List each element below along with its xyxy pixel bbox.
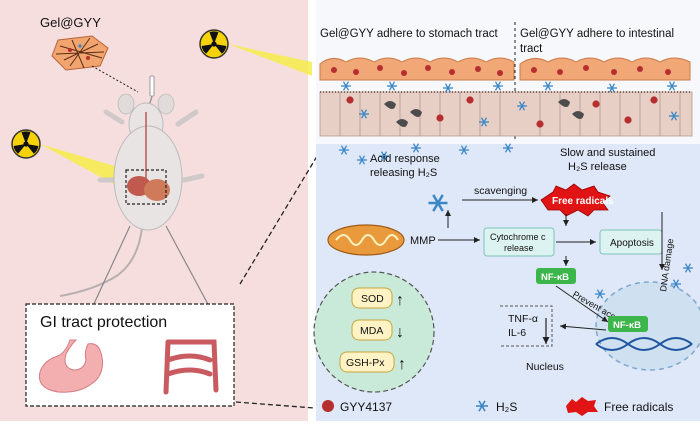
sod-label: SOD — [361, 293, 384, 305]
tnf-label: TNF-α — [508, 313, 538, 325]
radiation-icon-top — [199, 29, 229, 59]
gsh-box — [339, 351, 395, 373]
zoom-connector-bottom — [235, 401, 315, 409]
sod-box — [351, 287, 393, 309]
nfkb-cytoplasm-label: NF-κB — [541, 272, 569, 283]
mda-arrow: ↓ — [396, 324, 404, 341]
il6-label: IL-6 — [508, 327, 526, 339]
nfkb-nucleus-label: NF-κB — [613, 320, 641, 331]
cytochrome-box — [483, 227, 555, 257]
legend-free-radicals-icon — [566, 397, 598, 416]
free-radicals-label: Free radicals — [552, 196, 614, 207]
intestine-adhere-label-1: Gel@GYY adhere to intestinal — [520, 28, 674, 40]
slow-release-label-1: Slow and sustained — [560, 147, 655, 159]
stomach-adhere-label: Gel@GYY adhere to stomach tract — [320, 28, 498, 40]
free-radicals-burst — [540, 183, 611, 217]
epithelium-cells — [319, 91, 693, 137]
cytochrome-label-1: Cytochrome c — [490, 232, 546, 242]
nfkb-to-cytokines-arrow — [559, 323, 607, 331]
zoom-line-left — [91, 65, 139, 93]
intestine-adhere-label-2: tract — [520, 43, 543, 55]
legend-h2s-label: H₂S — [496, 400, 517, 414]
nfkb-nucleus-box — [608, 316, 648, 332]
cytokine-bracket — [500, 305, 553, 347]
mmp-label: MMP — [410, 235, 436, 247]
mda-box — [351, 319, 393, 341]
acid-response-label-2: releasing H₂S — [370, 167, 437, 179]
gyy-particles — [331, 65, 671, 128]
gi-protection-title: GI tract protection — [40, 314, 167, 331]
nfkb-translocation-arrow — [555, 285, 609, 323]
mitochondrion-icon — [327, 224, 405, 256]
zoom-connector-top — [239, 137, 329, 285]
gsh-arrow: ↑ — [398, 356, 406, 373]
legend: GYY4137 H₂S Free radicals — [322, 397, 673, 416]
dna-helix-icon — [595, 337, 693, 351]
gel-layer — [319, 57, 691, 81]
gut-focus-box — [125, 169, 167, 205]
legend-free-radicals-label: Free radicals — [604, 400, 673, 414]
slow-release-label-2: H₂S release — [568, 161, 627, 173]
gel-gyy-label: Gel@GYY — [40, 15, 101, 30]
mouse-illustration — [59, 93, 211, 309]
mda-label: MDA — [360, 325, 383, 337]
radiation-beam-top — [228, 44, 312, 76]
apoptosis-label: Apoptosis — [610, 238, 654, 249]
acid-response-label-1: Acid response — [370, 153, 440, 165]
legend-gyy-dot — [322, 400, 334, 412]
intestine-icon — [163, 339, 219, 395]
nucleus-label: Nucleus — [526, 361, 564, 373]
stomach-icon — [38, 339, 104, 393]
gsh-label: GSH-Px — [346, 357, 385, 369]
gel-patch-icon — [51, 35, 109, 71]
radiation-icon-left — [11, 129, 41, 159]
scavenging-label: scavenging — [474, 185, 527, 197]
cytochrome-label-2: release — [504, 243, 534, 253]
sod-arrow: ↑ — [396, 292, 404, 309]
legend-gyy-label: GYY4137 — [340, 400, 392, 414]
nfkb-cytoplasm-box — [536, 268, 576, 284]
